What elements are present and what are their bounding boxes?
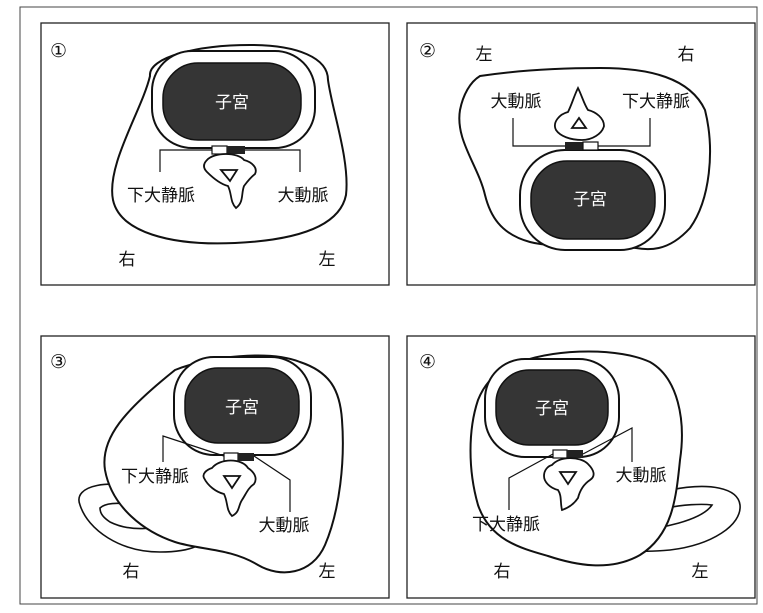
- uterus: [162, 62, 302, 141]
- side-label: 左: [319, 250, 336, 270]
- uterus: [184, 367, 300, 444]
- panel-frame: [40, 335, 390, 599]
- vessel-label: 大動脈: [491, 92, 542, 112]
- vessel-label: 大動脈: [259, 516, 310, 536]
- panel-1: ① 子宮 下大静脈 大動脈 右 左: [40, 22, 390, 286]
- vertebral-canal: [558, 471, 578, 486]
- uterus: [530, 160, 656, 240]
- outer-frame: [19, 6, 758, 605]
- side-label: 右: [494, 562, 511, 582]
- side-label: 左: [319, 562, 336, 582]
- panel-3: ③ 子宮 下大静脈 大動脈 右 左: [40, 335, 390, 599]
- uterus: [495, 369, 609, 446]
- vertebral-canal: [570, 116, 588, 129]
- leader-line: [162, 435, 225, 462]
- panel-number: ②: [419, 40, 436, 62]
- uterus-label: 子宮: [535, 399, 569, 419]
- vessel-label: 下大静脈: [121, 467, 189, 487]
- leader-line: [512, 118, 565, 147]
- leader-line: [245, 149, 301, 172]
- leader-line: [159, 149, 212, 172]
- panel-2: ② 子宮 大動脈 下大静脈 左 右: [406, 22, 756, 286]
- side-label: 右: [119, 250, 136, 270]
- leader-line: [253, 455, 291, 512]
- leader-line: [508, 453, 554, 510]
- vertebral-canal: [222, 475, 242, 490]
- leader-line: [598, 118, 651, 147]
- uterus-label: 子宮: [225, 398, 259, 418]
- vena-cava-mark: [552, 449, 568, 459]
- panel-number: ③: [50, 351, 67, 373]
- vessel-label: 下大静脈: [472, 515, 540, 535]
- vena-cava-mark: [582, 141, 599, 151]
- panel-number: ④: [419, 351, 436, 373]
- vena-cava-mark: [211, 145, 228, 155]
- aorta-mark: [227, 146, 245, 154]
- aorta-mark: [565, 142, 583, 150]
- panel-number: ①: [50, 40, 67, 62]
- vertebral-canal: [219, 169, 239, 183]
- uterus-label: 子宮: [573, 190, 607, 210]
- side-label: 右: [678, 45, 695, 65]
- panel-frame: [406, 335, 756, 599]
- aorta-mark: [567, 450, 583, 458]
- panel-4: ④ 子宮 下大静脈 大動脈 右 左: [406, 335, 756, 599]
- vessel-label: 大動脈: [278, 186, 329, 206]
- side-label: 右: [123, 562, 140, 582]
- uterus-label: 子宮: [215, 93, 249, 113]
- side-label: 左: [692, 562, 709, 582]
- panel-frame: [406, 22, 756, 286]
- vessel-label: 下大静脈: [127, 186, 195, 206]
- vertebra: [554, 85, 605, 141]
- aorta-mark: [238, 453, 254, 461]
- leader-line: [582, 427, 633, 462]
- vertebra: [202, 459, 257, 518]
- panel-frame: [40, 22, 390, 286]
- vessel-label: 下大静脈: [622, 92, 690, 112]
- vessel-label: 大動脈: [616, 466, 667, 486]
- side-label: 左: [476, 45, 493, 65]
